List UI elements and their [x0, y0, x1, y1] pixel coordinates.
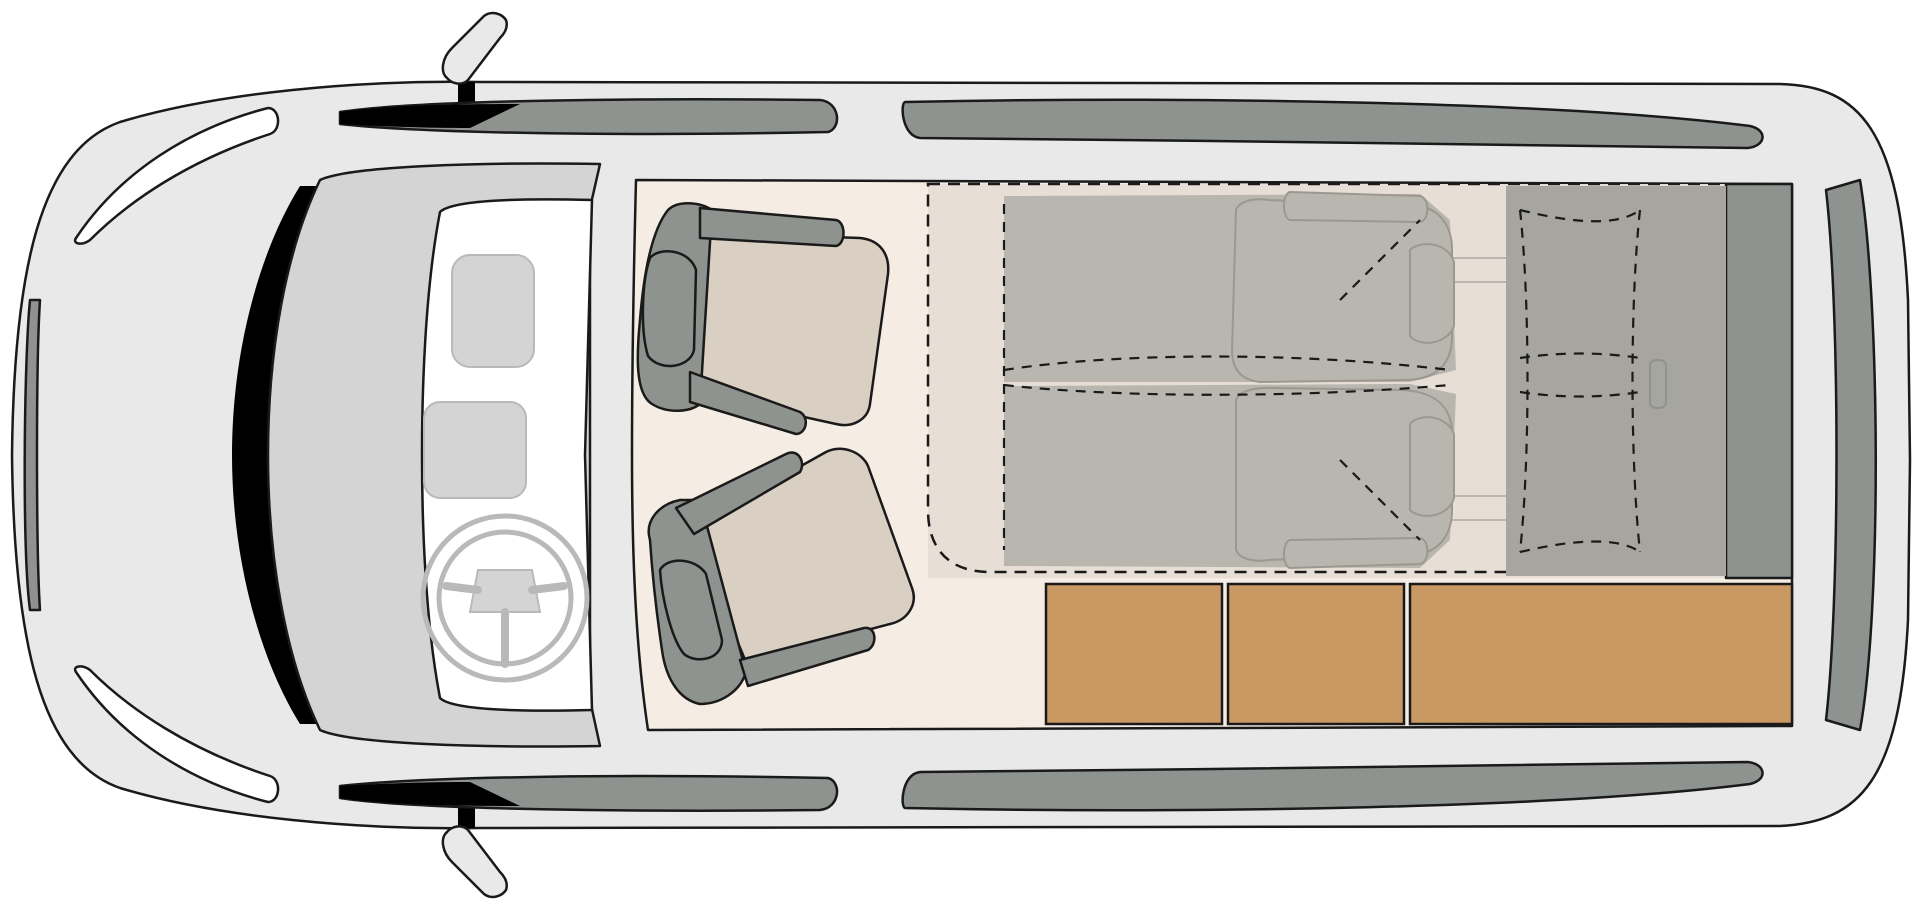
right-mirror	[441, 825, 508, 899]
left-rear-window	[901, 98, 1764, 150]
cabinet-3	[1408, 582, 1794, 726]
left-front-door-window-dark	[340, 104, 520, 128]
rear-bench-buckle	[1649, 359, 1667, 409]
rear-window	[1824, 178, 1877, 732]
rear-bench-cushion	[1506, 186, 1726, 576]
rear-bench	[1506, 186, 1726, 576]
driver-seat-headrest	[641, 250, 698, 368]
steering-wheel	[420, 513, 590, 683]
right-front-door-window-dark	[340, 782, 520, 806]
dashboard-console	[423, 401, 527, 499]
cabinets	[1044, 582, 1794, 726]
left-mirror-arm	[458, 82, 475, 102]
front-end	[23, 106, 602, 804]
passenger-seat-headrest	[658, 559, 724, 661]
right-rear-window	[901, 760, 1764, 812]
driver-seat-cushion	[688, 230, 890, 427]
steering-wheel-hub	[468, 569, 542, 613]
bench-seat-right-armrest	[1409, 416, 1455, 517]
cabinet-1	[1044, 582, 1224, 726]
cabinet-2	[1226, 582, 1406, 726]
right-headlight	[73, 665, 280, 804]
bench-seat-left-armrest	[1409, 243, 1455, 344]
driver-seat-armrest-top	[698, 206, 845, 248]
bench-seat-left-headrest	[1283, 190, 1429, 224]
driver-seat-armrest-bottom	[688, 370, 808, 436]
bed-fold-lines	[1002, 204, 1642, 554]
bench-seat-left	[1004, 190, 1456, 384]
left-mirror	[441, 11, 508, 85]
steering-wheel-spokes	[442, 582, 568, 668]
right-mirror-arm	[458, 808, 475, 828]
bench-seat-right	[1004, 384, 1456, 570]
side-mirrors	[441, 11, 508, 899]
front-grille	[23, 298, 42, 612]
passenger-seat-armrest-top	[674, 451, 804, 536]
driver-seat	[636, 202, 890, 436]
steering-wheel-rim	[420, 513, 590, 683]
dashboard-display	[451, 254, 535, 368]
rear-bench-seats	[926, 182, 1726, 576]
left-headlight	[73, 106, 280, 245]
front-seats	[636, 202, 915, 706]
passenger-seat-armrest-bottom	[738, 626, 876, 688]
side-windows	[338, 98, 1877, 812]
bench-seat-left-back	[1230, 198, 1453, 384]
passenger-seat	[647, 447, 915, 706]
rear-panel	[1724, 182, 1794, 580]
bed-dashed-outline	[926, 182, 1722, 574]
windshield-dark	[232, 186, 320, 724]
bench-seat-right-headrest	[1283, 536, 1429, 570]
